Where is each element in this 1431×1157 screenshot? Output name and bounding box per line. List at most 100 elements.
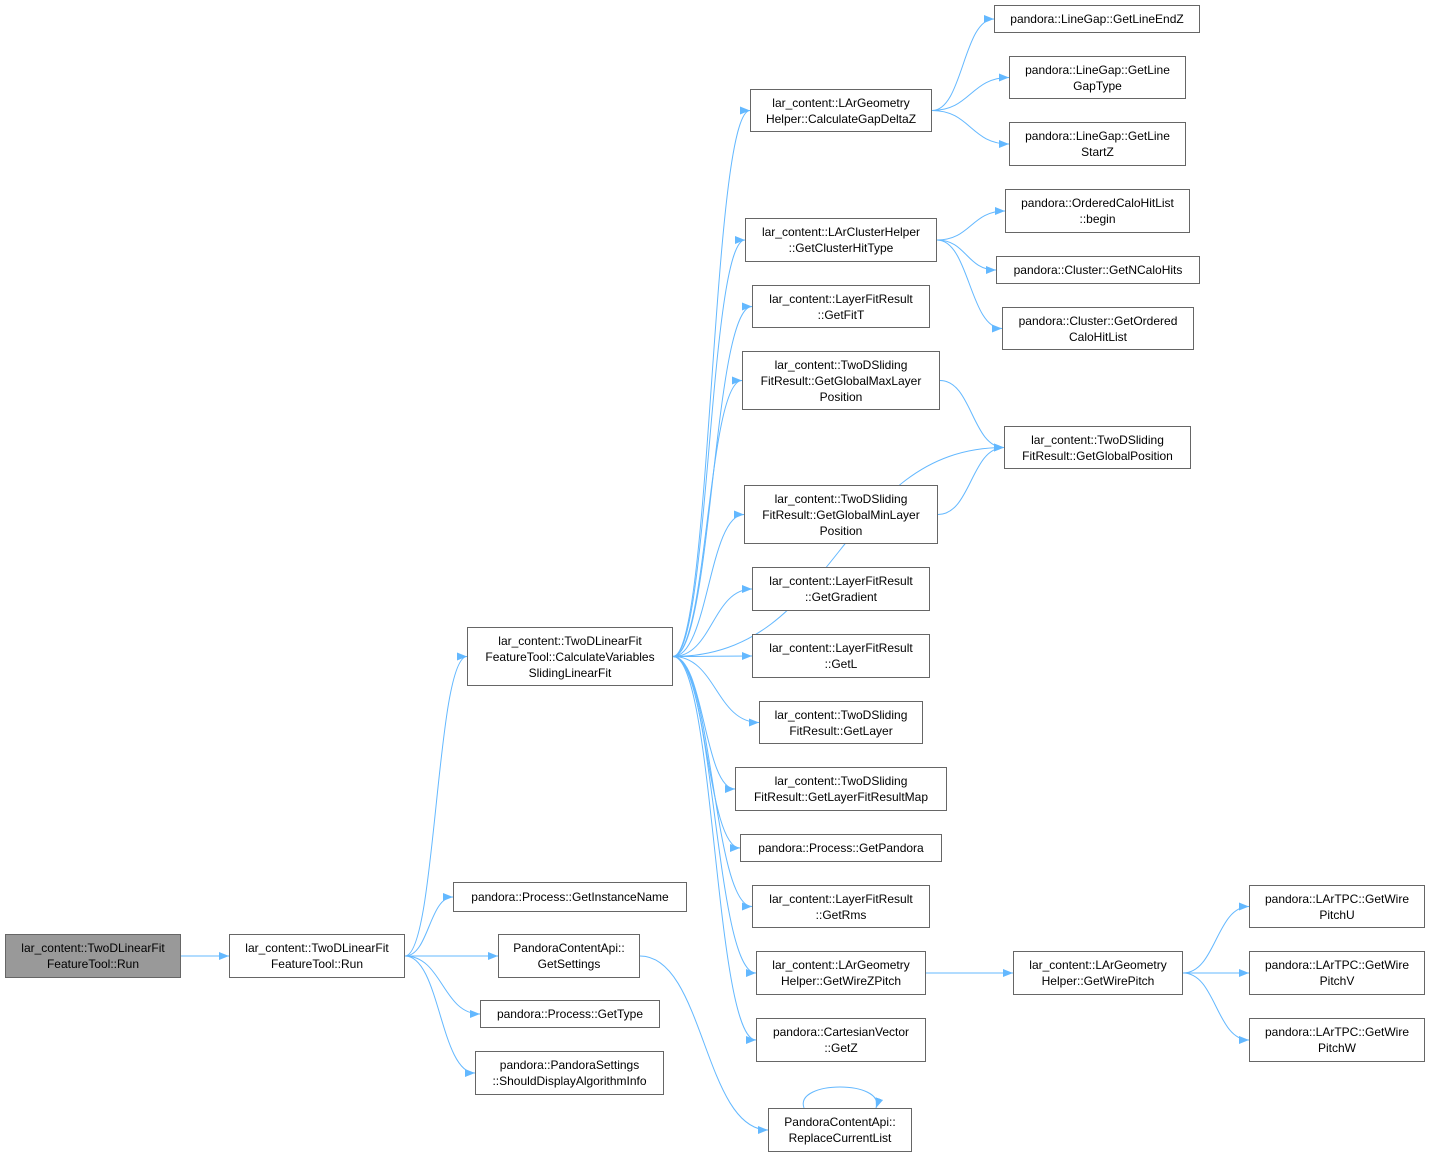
node-label-line: FeatureTool::Run [46, 957, 140, 971]
node-label-line: PitchV [1319, 974, 1355, 988]
node-label-line: ::GetClusterHitType [788, 241, 894, 255]
node-label-line: StartZ [1081, 145, 1114, 159]
call-edge [672, 236, 746, 657]
node-label-line: lar_content::LayerFitResult [769, 291, 913, 306]
node-label-line: Helper::GetWireZPitch [780, 974, 902, 988]
node-label-line: PitchU [1319, 907, 1355, 922]
node-label-line: pandora::LArTPC::GetWire [1264, 958, 1410, 972]
call-edge [672, 652, 753, 661]
call-edge [672, 510, 745, 657]
node-line-gap-get-line-end-z[interactable]: pandora::LineGap::GetLineEndZ [994, 5, 1200, 33]
node-label-line: FitResult::GetLayer [789, 723, 893, 738]
node-process-get-instance-name[interactable]: pandora::Process::GetInstanceName [453, 882, 687, 912]
call-edge [404, 652, 468, 957]
node-label-line: pandora::OrderedCaloHitList [1021, 196, 1174, 210]
call-edge [404, 893, 454, 957]
node-label-line: lar_content::TwoDSliding [1031, 432, 1164, 447]
node-label-line: ::GetRms [815, 907, 867, 922]
node-label-line: PandoraContentApi:: [513, 941, 625, 955]
node-label-line: FitResult::GetLayerFitResultMap [753, 790, 929, 804]
call-edge [404, 955, 476, 1077]
node-label-line: lar_content::LArGeometry [772, 95, 910, 110]
node-layer-fit-result-get-gradient[interactable]: lar_content::LayerFitResult::GetGradient [752, 567, 930, 611]
node-label-line: pandora::Cluster::GetOrdered [1018, 313, 1178, 328]
node-label-line: lar_content::LArGeometry [1029, 958, 1167, 972]
node-label-line: lar_content::TwoDSliding [774, 707, 908, 722]
call-edge [931, 73, 1010, 111]
node-label-line: lar_content::TwoDSliding [774, 357, 908, 372]
node-label-line: ::begin [1079, 212, 1116, 226]
node-label-line: lar_content::LayerFitResult [769, 891, 913, 906]
node-label-line: pandora::LineGap::GetLineEndZ [1010, 12, 1184, 26]
node-layer-fit-result-get-rms[interactable]: lar_content::LayerFitResult::GetRms [752, 885, 930, 928]
call-edge [672, 656, 760, 727]
node-label-line: lar_content::TwoDSliding [774, 491, 908, 506]
node-cluster-get-n-calo-hits[interactable]: pandora::Cluster::GetNCaloHits [996, 256, 1200, 284]
node-label-line: lar_content::LArGeometry [772, 958, 910, 972]
node-get-cluster-hit-type[interactable]: lar_content::LArClusterHelper::GetCluste… [745, 218, 937, 262]
call-edge [672, 656, 736, 793]
call-edge [672, 376, 743, 657]
node-label-line: lar_content::LayerFitResult [769, 574, 913, 588]
node-label-line: pandora::PandoraSettings [499, 1058, 640, 1072]
node-label-line: pandora::LArTPC::GetWire [1264, 891, 1410, 906]
node-label-line: ::GetGradient [804, 590, 878, 604]
node-replace-current-list[interactable]: PandoraContentApi::ReplaceCurrentList [768, 1108, 912, 1152]
node-label-line: ::GetFitT [817, 307, 865, 322]
call-edge [936, 239, 1003, 333]
call-edge [937, 443, 1005, 515]
node-label-line: GetSettings [537, 957, 601, 971]
node-label-line: pandora::CartesianVector [772, 1025, 910, 1039]
node-process-get-type[interactable]: pandora::Process::GetType [480, 1000, 660, 1028]
call-edge [931, 15, 995, 111]
node-label-line: GapType [1073, 78, 1122, 93]
node-label-line: lar_content::TwoDSliding [774, 774, 908, 788]
node-ordered-calo-hit-list-begin[interactable]: pandora::OrderedCaloHitList::begin [1005, 189, 1190, 233]
node-label-line: PandoraContentApi:: [784, 1115, 896, 1129]
call-edge [936, 239, 997, 274]
node-label-line: ::GetL [824, 657, 858, 671]
node-cartesian-vector-get-z[interactable]: pandora::CartesianVector::GetZ [756, 1018, 926, 1062]
node-label-line: SlidingLinearFit [528, 665, 612, 680]
call-edge [672, 585, 753, 657]
node-label-line: Helper::GetWirePitch [1041, 974, 1155, 988]
call-edge [672, 656, 753, 911]
node-label-line: lar_content::LArClusterHelper [761, 225, 921, 239]
node-content-api-get-settings[interactable]: PandoraContentApi::GetSettings [498, 934, 640, 978]
call-edge [1182, 972, 1250, 1044]
node-should-display-algorithm-info[interactable]: pandora::PandoraSettings::ShouldDisplayA… [475, 1051, 664, 1095]
node-label-line: pandora::Process::GetType [496, 1007, 644, 1021]
node-layer-fit-result-get-l[interactable]: lar_content::LayerFitResult::GetL [752, 634, 930, 678]
call-edge [939, 380, 1005, 452]
node-label-line: FitResult::GetGlobalPosition [1022, 448, 1173, 463]
node-process-get-pandora[interactable]: pandora::Process::GetPandora [740, 834, 942, 862]
node-label-line: pandora::Cluster::GetNCaloHits [1013, 263, 1183, 277]
node-layer-fit-result-get-fit-t[interactable]: lar_content::LayerFitResult::GetFitT [752, 285, 930, 328]
call-edge [802, 1086, 884, 1109]
call-edge [672, 656, 741, 852]
node-label-line: ReplaceCurrentList [788, 1131, 892, 1145]
node-label-line: ::ShouldDisplayAlgorithmInfo [492, 1074, 647, 1088]
call-edge [936, 207, 1006, 241]
node-label-line: Helper::CalculateGapDeltaZ [765, 111, 917, 126]
node-label-line: CaloHitList [1068, 329, 1128, 344]
call-edge [1182, 902, 1250, 974]
